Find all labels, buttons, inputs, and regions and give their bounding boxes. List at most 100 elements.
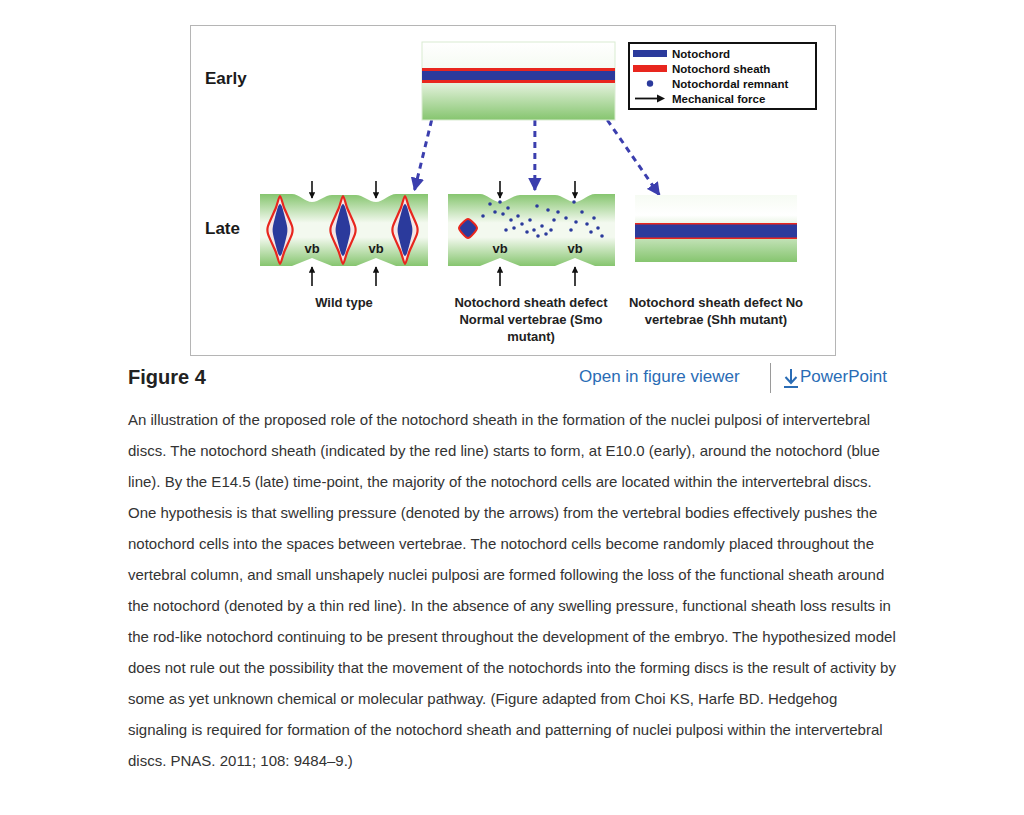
notochordal-remnant xyxy=(532,228,536,232)
notochordal-remnant xyxy=(589,230,593,234)
notochordal-remnant xyxy=(516,214,520,218)
notochordal-remnant xyxy=(569,228,573,232)
legend-box: NotochordNotochord sheathNotochordal rem… xyxy=(628,42,817,110)
force-arrow xyxy=(574,181,576,198)
nucleus-pulposus-sheath xyxy=(267,196,292,264)
force-arrow xyxy=(311,181,313,198)
download-icon xyxy=(784,369,798,387)
notochordal-remnant xyxy=(574,220,578,224)
vertebral-body-label: vb xyxy=(486,241,514,256)
legend-sample xyxy=(633,76,667,91)
wild-type-panel: vbvbWild type xyxy=(260,190,428,272)
legend-swatch xyxy=(633,50,667,57)
figure-frame xyxy=(191,26,836,356)
tissue-panel xyxy=(260,194,428,266)
row-label: Early xyxy=(205,69,247,89)
download-head xyxy=(786,377,797,383)
legend-text: Notochord sheath xyxy=(672,63,770,75)
notochordal-remnant xyxy=(596,226,600,230)
notochord xyxy=(422,71,615,80)
legend-sample xyxy=(633,61,667,76)
tissue-panel xyxy=(448,194,615,266)
notochordal-remnant xyxy=(493,210,497,214)
tissue-panel xyxy=(422,42,615,120)
remnant-dot xyxy=(647,80,653,86)
legend-sample xyxy=(633,46,667,61)
force-arrow xyxy=(574,267,576,286)
nucleus-pulposus-sheath xyxy=(330,196,355,264)
force-arrow xyxy=(375,267,377,286)
notochordal-remnant xyxy=(520,222,524,226)
notochordal-remnant xyxy=(540,224,544,228)
legend-swatch xyxy=(633,65,667,72)
notochordal-remnant xyxy=(525,230,529,234)
rod-like-notochord xyxy=(635,225,797,238)
panel-drawing xyxy=(260,190,428,272)
notochordal-remnant xyxy=(536,234,540,238)
notochordal-remnant xyxy=(512,226,516,230)
download-base xyxy=(784,386,798,388)
notochordal-remnant xyxy=(498,200,502,204)
thin-sheath xyxy=(635,223,797,239)
notochordal-remnant xyxy=(580,210,584,214)
panel-caption: Wild type xyxy=(249,294,439,311)
force-arrow-sample xyxy=(633,91,667,106)
notochordal-remnant xyxy=(592,216,596,220)
vertebral-body-label: vb xyxy=(298,241,326,256)
figure-title: Figure 4 xyxy=(128,366,206,389)
nucleus-pulposus xyxy=(398,204,413,256)
legend-text: Mechanical force xyxy=(672,93,765,105)
notochordal-remnant xyxy=(488,202,492,206)
download-stem xyxy=(790,369,792,382)
notochordal-remnant xyxy=(552,218,556,222)
tissue-panel xyxy=(635,195,797,262)
nucleus-pulposus xyxy=(273,204,288,256)
toolbar-divider xyxy=(770,363,771,393)
arrow-shaft xyxy=(635,98,659,100)
remnant-dot-sample xyxy=(633,76,667,91)
panel-drawing xyxy=(422,42,615,120)
force-arrow xyxy=(499,181,501,198)
powerpoint-link: PowerPoint xyxy=(800,367,887,387)
force-arrow xyxy=(499,267,501,286)
legend-text: Notochord xyxy=(672,48,730,60)
notochordal-remnant xyxy=(544,232,548,236)
nucleus-pulposus-sheath xyxy=(392,196,417,264)
panel-caption: Notochord sheath defect No vertebrae (Sh… xyxy=(621,294,811,328)
notochordal-remnant xyxy=(572,200,576,204)
legend-row: Notochord xyxy=(633,46,809,61)
dashed-arrow xyxy=(415,120,432,190)
shh-mutant-panel: Notochord sheath defect No vertebrae (Sh… xyxy=(635,195,797,262)
notochordal-remnant xyxy=(528,218,532,222)
notochordal-remnant xyxy=(585,222,589,226)
legend-text: Notochordal remnant xyxy=(672,78,788,90)
figure-caption: An illustration of the proposed role of … xyxy=(128,404,900,776)
notochordal-remnant xyxy=(556,210,560,214)
panel-drawing xyxy=(635,195,797,262)
legend-row: Notochordal remnant xyxy=(633,76,809,91)
notochordal-remnant xyxy=(504,228,508,232)
smo-mutant-panel: vbvbNotochord sheath defect Normal verte… xyxy=(448,190,615,272)
early-panel: Early xyxy=(422,42,615,120)
panel-drawing xyxy=(448,190,615,272)
vertebral-body-label: vb xyxy=(362,241,390,256)
force-arrow xyxy=(311,267,313,286)
notochordal-remnant xyxy=(481,214,485,218)
panel-caption: Notochord sheath defect Normal vertebrae… xyxy=(436,294,626,345)
notochordal-remnant xyxy=(501,212,505,216)
force-arrow xyxy=(375,181,377,198)
notochordal-remnant xyxy=(564,216,568,220)
figure-viewer-link: Open in figure viewer xyxy=(579,367,740,387)
nucleus-pulposus xyxy=(336,204,351,256)
notochordal-remnant xyxy=(509,218,513,222)
notochordal-remnant xyxy=(506,206,510,210)
legend-row: Mechanical force xyxy=(633,91,809,106)
notochordal-remnant xyxy=(549,228,553,232)
small-nucleus-pulposus xyxy=(459,219,477,238)
arrow-head xyxy=(657,95,665,103)
vertebral-body-label: vb xyxy=(561,241,589,256)
notochord-sheath xyxy=(422,68,615,83)
notochordal-remnant xyxy=(600,234,604,238)
notochordal-remnant xyxy=(546,208,550,212)
legend-sample xyxy=(633,91,667,106)
